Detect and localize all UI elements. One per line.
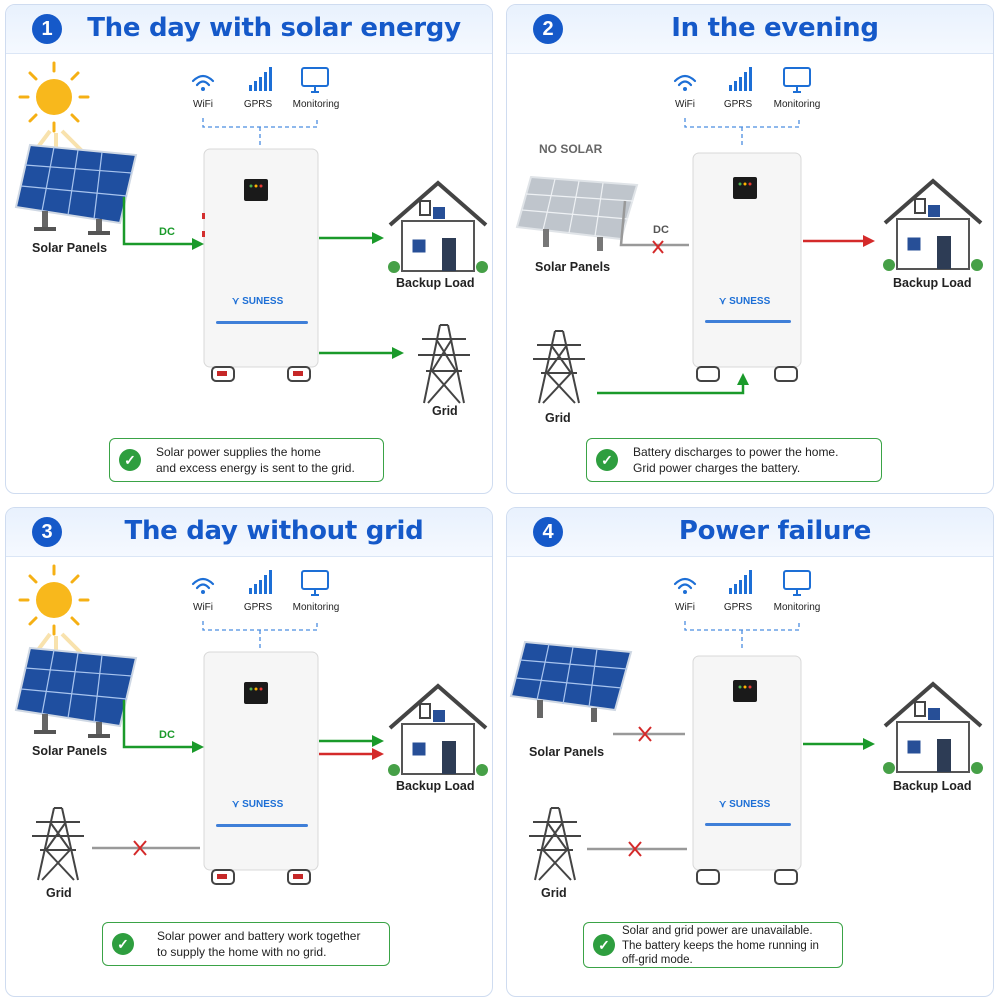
wifi-label: WiFi	[675, 602, 695, 613]
gprs-label: GPRS	[243, 99, 273, 110]
panel-header: 4 Power failure	[507, 508, 993, 557]
diagram-art	[509, 570, 983, 885]
sun-icon	[18, 61, 90, 157]
grid-label: Grid	[46, 886, 72, 900]
battery-cabinet-icon	[692, 152, 802, 382]
battery-cabinet-icon	[203, 651, 319, 885]
brand-label: ⋎ SUNESS	[719, 799, 771, 810]
panel-header: 1 The day with solar energy	[6, 5, 492, 54]
signal-bars-icon	[729, 67, 752, 91]
solar-panel-icon	[14, 646, 138, 738]
diagram-art	[14, 61, 488, 404]
panel-title: The day without grid	[124, 516, 424, 546]
wifi-icon	[191, 74, 215, 91]
check-icon: ✓	[596, 449, 618, 471]
dc-label: DC	[653, 224, 669, 236]
solar-panels-label: Solar Panels	[529, 745, 605, 759]
solar-panel-icon	[515, 175, 639, 251]
flow-arrows	[122, 197, 404, 359]
monitor-icon	[783, 67, 811, 93]
panel-day-with-solar: 1 The day with solar energy	[5, 4, 493, 494]
solar-panels-label: Solar Panels	[535, 260, 611, 274]
panel-title: Power failure	[678, 516, 872, 546]
flow-arrows	[597, 200, 875, 395]
solar-panels-label: Solar Panels	[32, 744, 108, 758]
wifi-icon	[191, 577, 215, 594]
house-icon	[388, 683, 488, 776]
monitoring-label: Monitoring	[773, 99, 821, 110]
monitoring-label: Monitoring	[292, 99, 340, 110]
backup-load-label: Backup Load	[396, 276, 475, 290]
diagram-art	[515, 67, 983, 404]
grid-label: Grid	[432, 404, 458, 418]
sun-icon	[18, 564, 90, 660]
panel-header: 3 The day without grid	[6, 508, 492, 557]
backup-load-label: Backup Load	[893, 276, 972, 290]
solar-panel-icon	[509, 640, 633, 722]
monitoring-label: Monitoring	[773, 602, 821, 613]
status-note-text: Solar power supplies the home and excess…	[156, 445, 355, 475]
panel-title: The day with solar energy	[87, 13, 461, 43]
panel-title: In the evening	[671, 13, 879, 43]
step-number-badge: 3	[32, 517, 62, 547]
wifi-icon	[673, 577, 697, 594]
status-note: ✓ Solar power and battery work together …	[102, 922, 390, 966]
transmission-tower-icon	[529, 807, 581, 881]
check-icon: ✓	[593, 934, 615, 956]
solar-panel-icon	[14, 143, 138, 235]
grid-label: Grid	[545, 411, 571, 425]
signal-bars-icon	[729, 570, 752, 594]
battery-cabinet-icon	[692, 655, 802, 885]
monitor-icon	[301, 570, 329, 596]
wifi-icon	[673, 74, 697, 91]
battery-cabinet-icon	[202, 148, 319, 382]
solar-panels-label: Solar Panels	[32, 241, 108, 255]
brand-label: ⋎ SUNESS	[232, 296, 284, 307]
backup-load-label: Backup Load	[893, 779, 972, 793]
wifi-label: WiFi	[193, 99, 213, 110]
status-note-text: Battery discharges to power the home. Gr…	[633, 445, 839, 475]
gprs-label: GPRS	[723, 99, 753, 110]
grid-label: Grid	[541, 886, 567, 900]
house-icon	[883, 681, 983, 774]
panel-header: 2 In the evening	[507, 5, 993, 54]
panel-power-failure: 4 Power failure	[506, 507, 994, 997]
transmission-tower-icon	[32, 807, 84, 881]
monitoring-label: Monitoring	[292, 602, 340, 613]
no-solar-label: NO SOLAR	[539, 142, 603, 156]
status-note-text: Solar power and battery work together to…	[157, 929, 361, 959]
monitor-icon	[783, 570, 811, 596]
gprs-label: GPRS	[723, 602, 753, 613]
check-icon: ✓	[112, 933, 134, 955]
transmission-tower-icon	[533, 330, 585, 404]
signal-bars-icon	[249, 570, 272, 594]
status-note: ✓ Solar power supplies the home and exce…	[109, 438, 384, 482]
status-note: ✓ Battery discharges to power the home. …	[586, 438, 882, 482]
flow-arrows	[587, 726, 875, 857]
panel-day-without-grid: 3 The day without grid	[5, 507, 493, 997]
transmission-tower-icon	[418, 324, 470, 404]
diagram-art	[14, 564, 488, 885]
monitor-icon	[301, 67, 329, 93]
house-icon	[883, 178, 983, 271]
flow-arrows	[92, 700, 384, 856]
brand-label: ⋎ SUNESS	[719, 296, 771, 307]
dc-label: DC	[159, 226, 175, 238]
status-note-text: Solar and grid power are unavailable. Th…	[622, 925, 819, 966]
gprs-label: GPRS	[243, 602, 273, 613]
wifi-label: WiFi	[193, 602, 213, 613]
status-note: ✓ Solar and grid power are unavailable. …	[583, 922, 843, 968]
panel-evening: 2 In the evening	[506, 4, 994, 494]
signal-bars-icon	[249, 67, 272, 91]
house-icon	[388, 180, 488, 273]
wifi-label: WiFi	[675, 99, 695, 110]
check-icon: ✓	[119, 449, 141, 471]
step-number-badge: 1	[32, 14, 62, 44]
brand-label: ⋎ SUNESS	[232, 799, 284, 810]
backup-load-label: Backup Load	[396, 779, 475, 793]
step-number-badge: 2	[533, 14, 563, 44]
dc-label: DC	[159, 729, 175, 741]
step-number-badge: 4	[533, 517, 563, 547]
